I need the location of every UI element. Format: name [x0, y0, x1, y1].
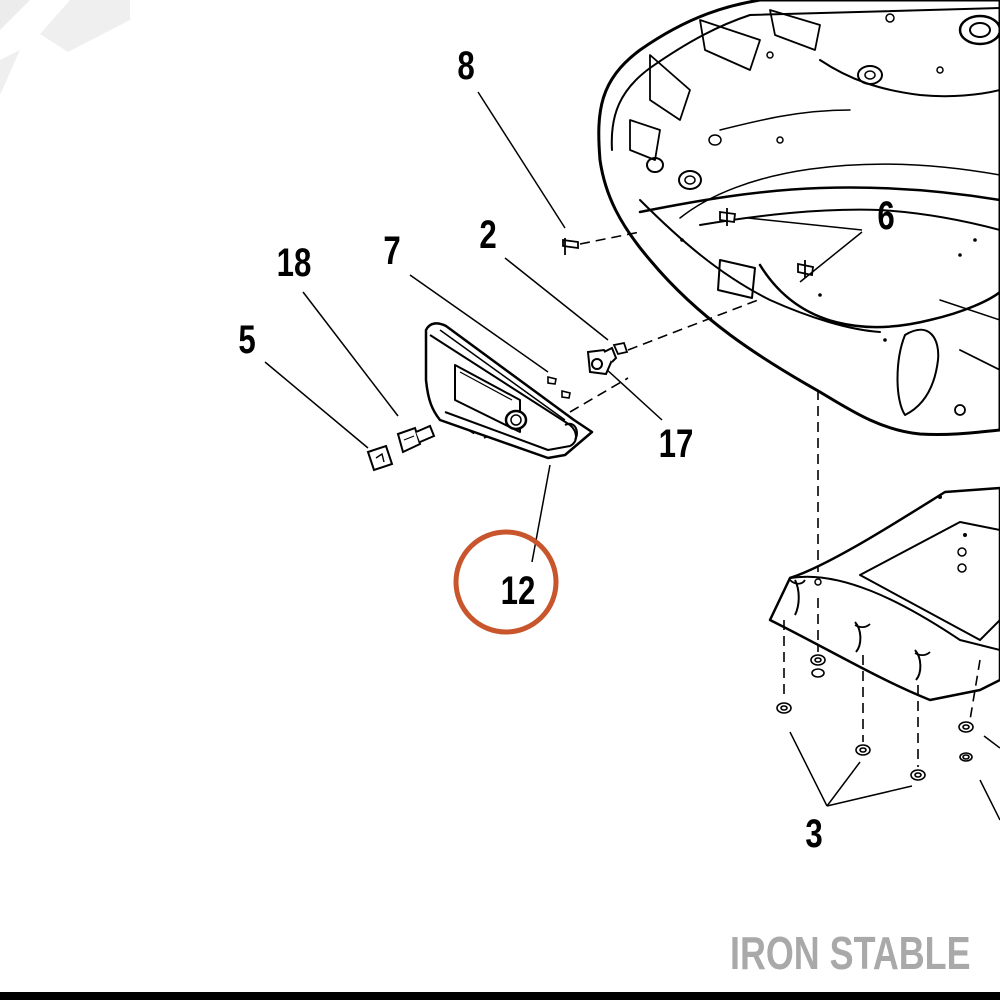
corner-watermark-shape — [0, 0, 130, 95]
screw-part-6 — [719, 208, 814, 278]
callout-18: 18 — [276, 241, 312, 285]
callout-6: 6 — [877, 194, 895, 238]
callout-2: 2 — [479, 213, 497, 257]
trunk-lid-assembly — [597, 0, 1000, 437]
mounting-plate — [768, 486, 1000, 702]
screw-part-7 — [547, 375, 571, 399]
callout-leader-lines — [264, 91, 1000, 821]
key-part-18 — [396, 424, 436, 454]
callout-12: 12 — [500, 569, 536, 613]
callout-7: 7 — [383, 229, 401, 273]
highlight-circle — [453, 529, 559, 635]
key-cap-part-5 — [366, 444, 394, 472]
pin-part-8 — [562, 238, 579, 255]
brand-watermark: IRON STABLE — [730, 927, 971, 979]
latch-handle-part-12 — [424, 322, 594, 460]
callout-5: 5 — [238, 318, 256, 362]
bottom-border — [0, 992, 1000, 1000]
callout-17: 17 — [658, 422, 694, 466]
lock-cylinder-part-17 — [586, 346, 618, 376]
callout-8: 8 — [457, 44, 475, 88]
clip-part-2 — [612, 341, 629, 356]
nut-part-3 — [776, 654, 974, 781]
callout-3: 3 — [805, 812, 823, 856]
